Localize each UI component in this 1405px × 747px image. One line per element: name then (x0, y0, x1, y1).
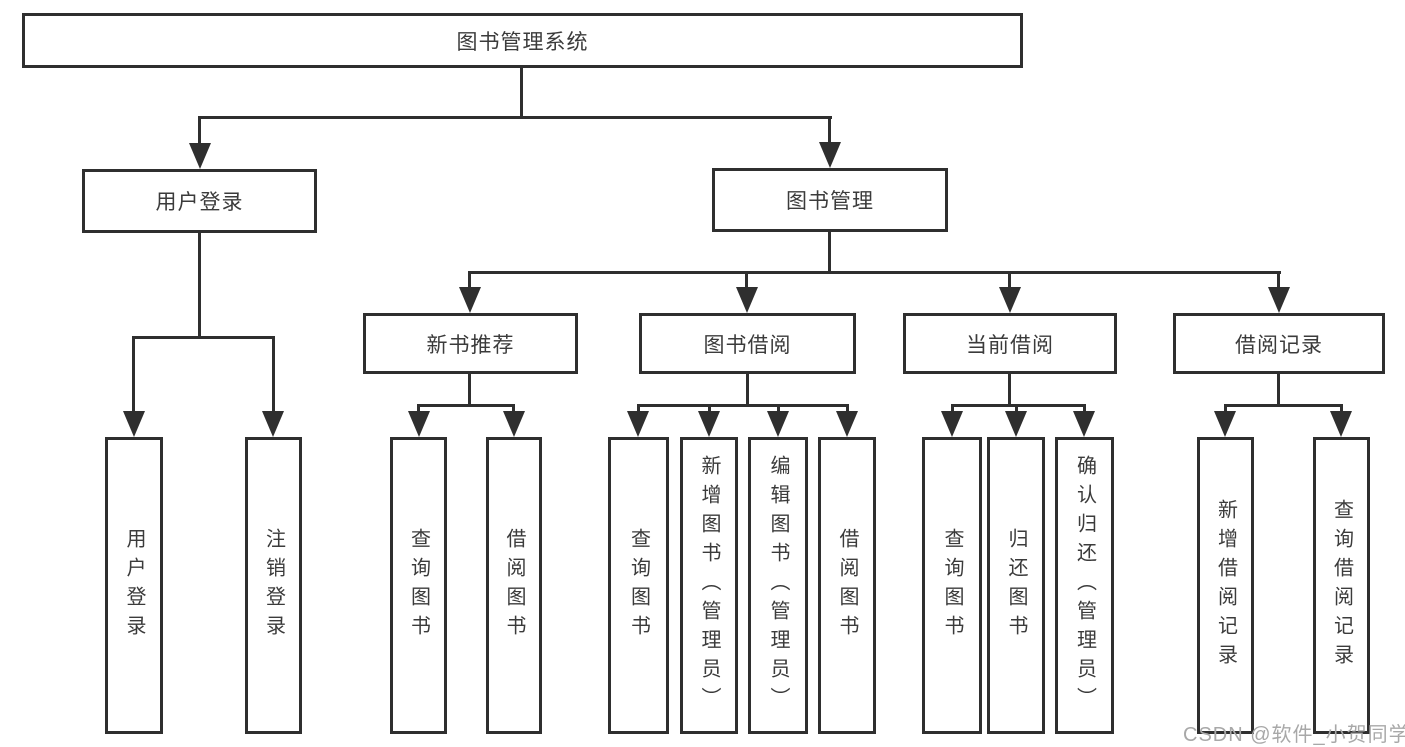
connector-line (1008, 372, 1011, 407)
connector-line (951, 404, 954, 416)
connector-line (417, 404, 420, 416)
arrowhead-down-icon (627, 411, 649, 437)
node-current-borrowing: 当前借阅 (903, 313, 1117, 374)
connector-line (777, 404, 780, 416)
node-leaf-recommend-borrow-books: 借阅图书 (486, 437, 542, 734)
node-leaf-borrowing-add-books-admin: 新增图书（管理员） (680, 437, 738, 734)
node-leaf-logout: 注销登录 (245, 437, 302, 734)
arrowhead-down-icon (1330, 411, 1352, 437)
connector-line (746, 372, 749, 407)
connector-line (1340, 404, 1343, 416)
arrowhead-down-icon (1268, 287, 1290, 313)
node-leaf-borrowing-borrow-books: 借阅图书 (818, 437, 876, 734)
connector-line (1008, 271, 1011, 291)
arrowhead-down-icon (1005, 411, 1027, 437)
node-leaf-current-confirm-return-admin: 确认归还（管理员） (1055, 437, 1114, 734)
node-user-login: 用户登录 (82, 169, 317, 233)
arrowhead-down-icon (941, 411, 963, 437)
csdn-watermark: CSDN @软件_小贺同学 (1183, 724, 1405, 746)
arrowhead-down-icon (123, 411, 145, 437)
connector-line (272, 336, 275, 414)
connector-line (637, 404, 640, 416)
connector-line (1277, 271, 1280, 291)
connector-line (198, 231, 201, 338)
connector-line (512, 404, 515, 416)
node-borrowing-records: 借阅记录 (1173, 313, 1385, 374)
node-leaf-current-return-books: 归还图书 (987, 437, 1045, 734)
connector-line (1224, 404, 1227, 416)
arrowhead-down-icon (459, 287, 481, 313)
node-book-management: 图书管理 (712, 168, 948, 232)
connector-line (1015, 404, 1018, 416)
connector-line (1277, 372, 1280, 407)
node-leaf-current-query-books: 查询图书 (922, 437, 982, 734)
connector-line (417, 404, 515, 407)
connector-line (637, 404, 849, 407)
connector-line (1224, 404, 1342, 407)
arrowhead-down-icon (836, 411, 858, 437)
arrowhead-down-icon (736, 287, 758, 313)
connector-line (828, 230, 831, 274)
connector-line (951, 404, 1086, 407)
arrowhead-down-icon (408, 411, 430, 437)
node-leaf-records-add-record: 新增借阅记录 (1197, 437, 1254, 734)
connector-line (468, 271, 471, 291)
connector-line (132, 336, 135, 414)
arrowhead-down-icon (819, 142, 841, 168)
arrowhead-down-icon (1214, 411, 1236, 437)
connector-line (745, 271, 748, 291)
connector-line (468, 372, 471, 407)
connector-line (468, 271, 1281, 274)
arrowhead-down-icon (189, 143, 211, 169)
node-new-book-recommend: 新书推荐 (363, 313, 578, 374)
node-book-borrowing: 图书借阅 (639, 313, 856, 374)
arrowhead-down-icon (1073, 411, 1095, 437)
connector-line (520, 66, 523, 118)
node-leaf-recommend-query-books: 查询图书 (390, 437, 447, 734)
connector-line (198, 116, 832, 119)
connector-line (198, 116, 201, 146)
arrowhead-down-icon (999, 287, 1021, 313)
node-leaf-borrowing-edit-books-admin: 编辑图书（管理员） (748, 437, 808, 734)
connector-line (132, 336, 275, 339)
arrowhead-down-icon (262, 411, 284, 437)
node-leaf-records-query-record: 查询借阅记录 (1313, 437, 1370, 734)
arrowhead-down-icon (767, 411, 789, 437)
connector-line (828, 116, 831, 145)
connector-line (1083, 404, 1086, 416)
node-root-library-system: 图书管理系统 (22, 13, 1023, 68)
connector-line (846, 404, 849, 416)
connector-line (708, 404, 711, 416)
node-leaf-borrowing-query-books: 查询图书 (608, 437, 669, 734)
arrowhead-down-icon (698, 411, 720, 437)
node-leaf-user-login: 用户登录 (105, 437, 163, 734)
arrowhead-down-icon (503, 411, 525, 437)
